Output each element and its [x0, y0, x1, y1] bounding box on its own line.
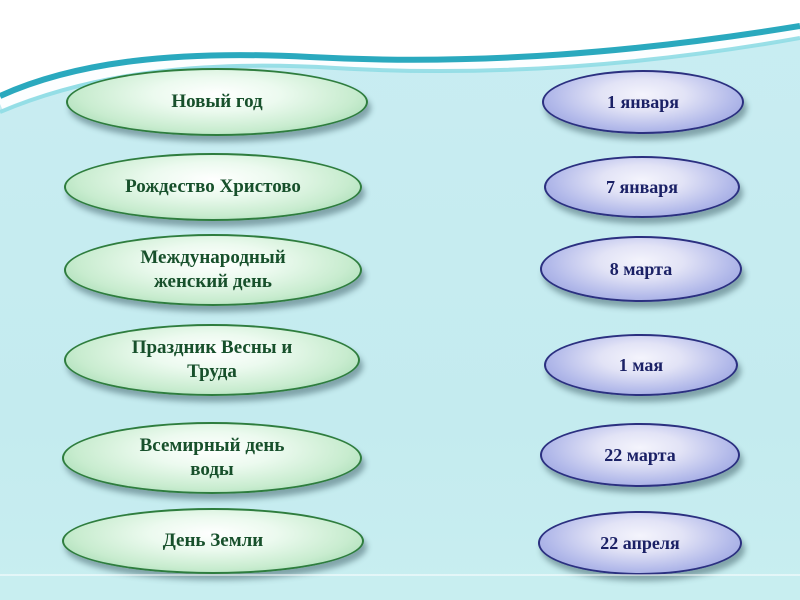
date-label: 22 марта [604, 444, 676, 465]
bottom-highlight-line [0, 574, 800, 576]
holiday-label: Международный женский день [140, 247, 286, 292]
holiday-label: День Земли [162, 530, 264, 552]
date-22-march[interactable]: 22 марта [540, 423, 740, 487]
holiday-world-water-day[interactable]: Всемирный день воды [62, 422, 362, 494]
date-7-january[interactable]: 7 января [544, 156, 740, 218]
holiday-label: Всемирный день воды [139, 435, 285, 480]
holiday-earth-day[interactable]: День Земли [62, 508, 364, 574]
date-label: 1 мая [618, 354, 664, 375]
date-22-april[interactable]: 22 апреля [538, 511, 742, 575]
holiday-label: Новый год [171, 91, 263, 113]
holiday-christmas[interactable]: Рождество Христово [64, 153, 362, 221]
holiday-label: Праздник Весны и Труда [131, 337, 293, 382]
date-label: 22 апреля [600, 532, 680, 553]
date-label: 8 марта [609, 258, 673, 279]
date-1-may[interactable]: 1 мая [544, 334, 738, 396]
holiday-womens-day[interactable]: Международный женский день [64, 234, 362, 306]
holiday-new-year[interactable]: Новый год [66, 68, 368, 136]
date-label: 7 января [605, 176, 679, 197]
date-label: 1 января [606, 91, 680, 112]
holiday-spring-labor-day[interactable]: Праздник Весны и Труда [64, 324, 360, 396]
date-8-march[interactable]: 8 марта [540, 236, 742, 302]
date-1-january[interactable]: 1 января [542, 70, 744, 134]
holiday-label: Рождество Христово [125, 176, 301, 198]
